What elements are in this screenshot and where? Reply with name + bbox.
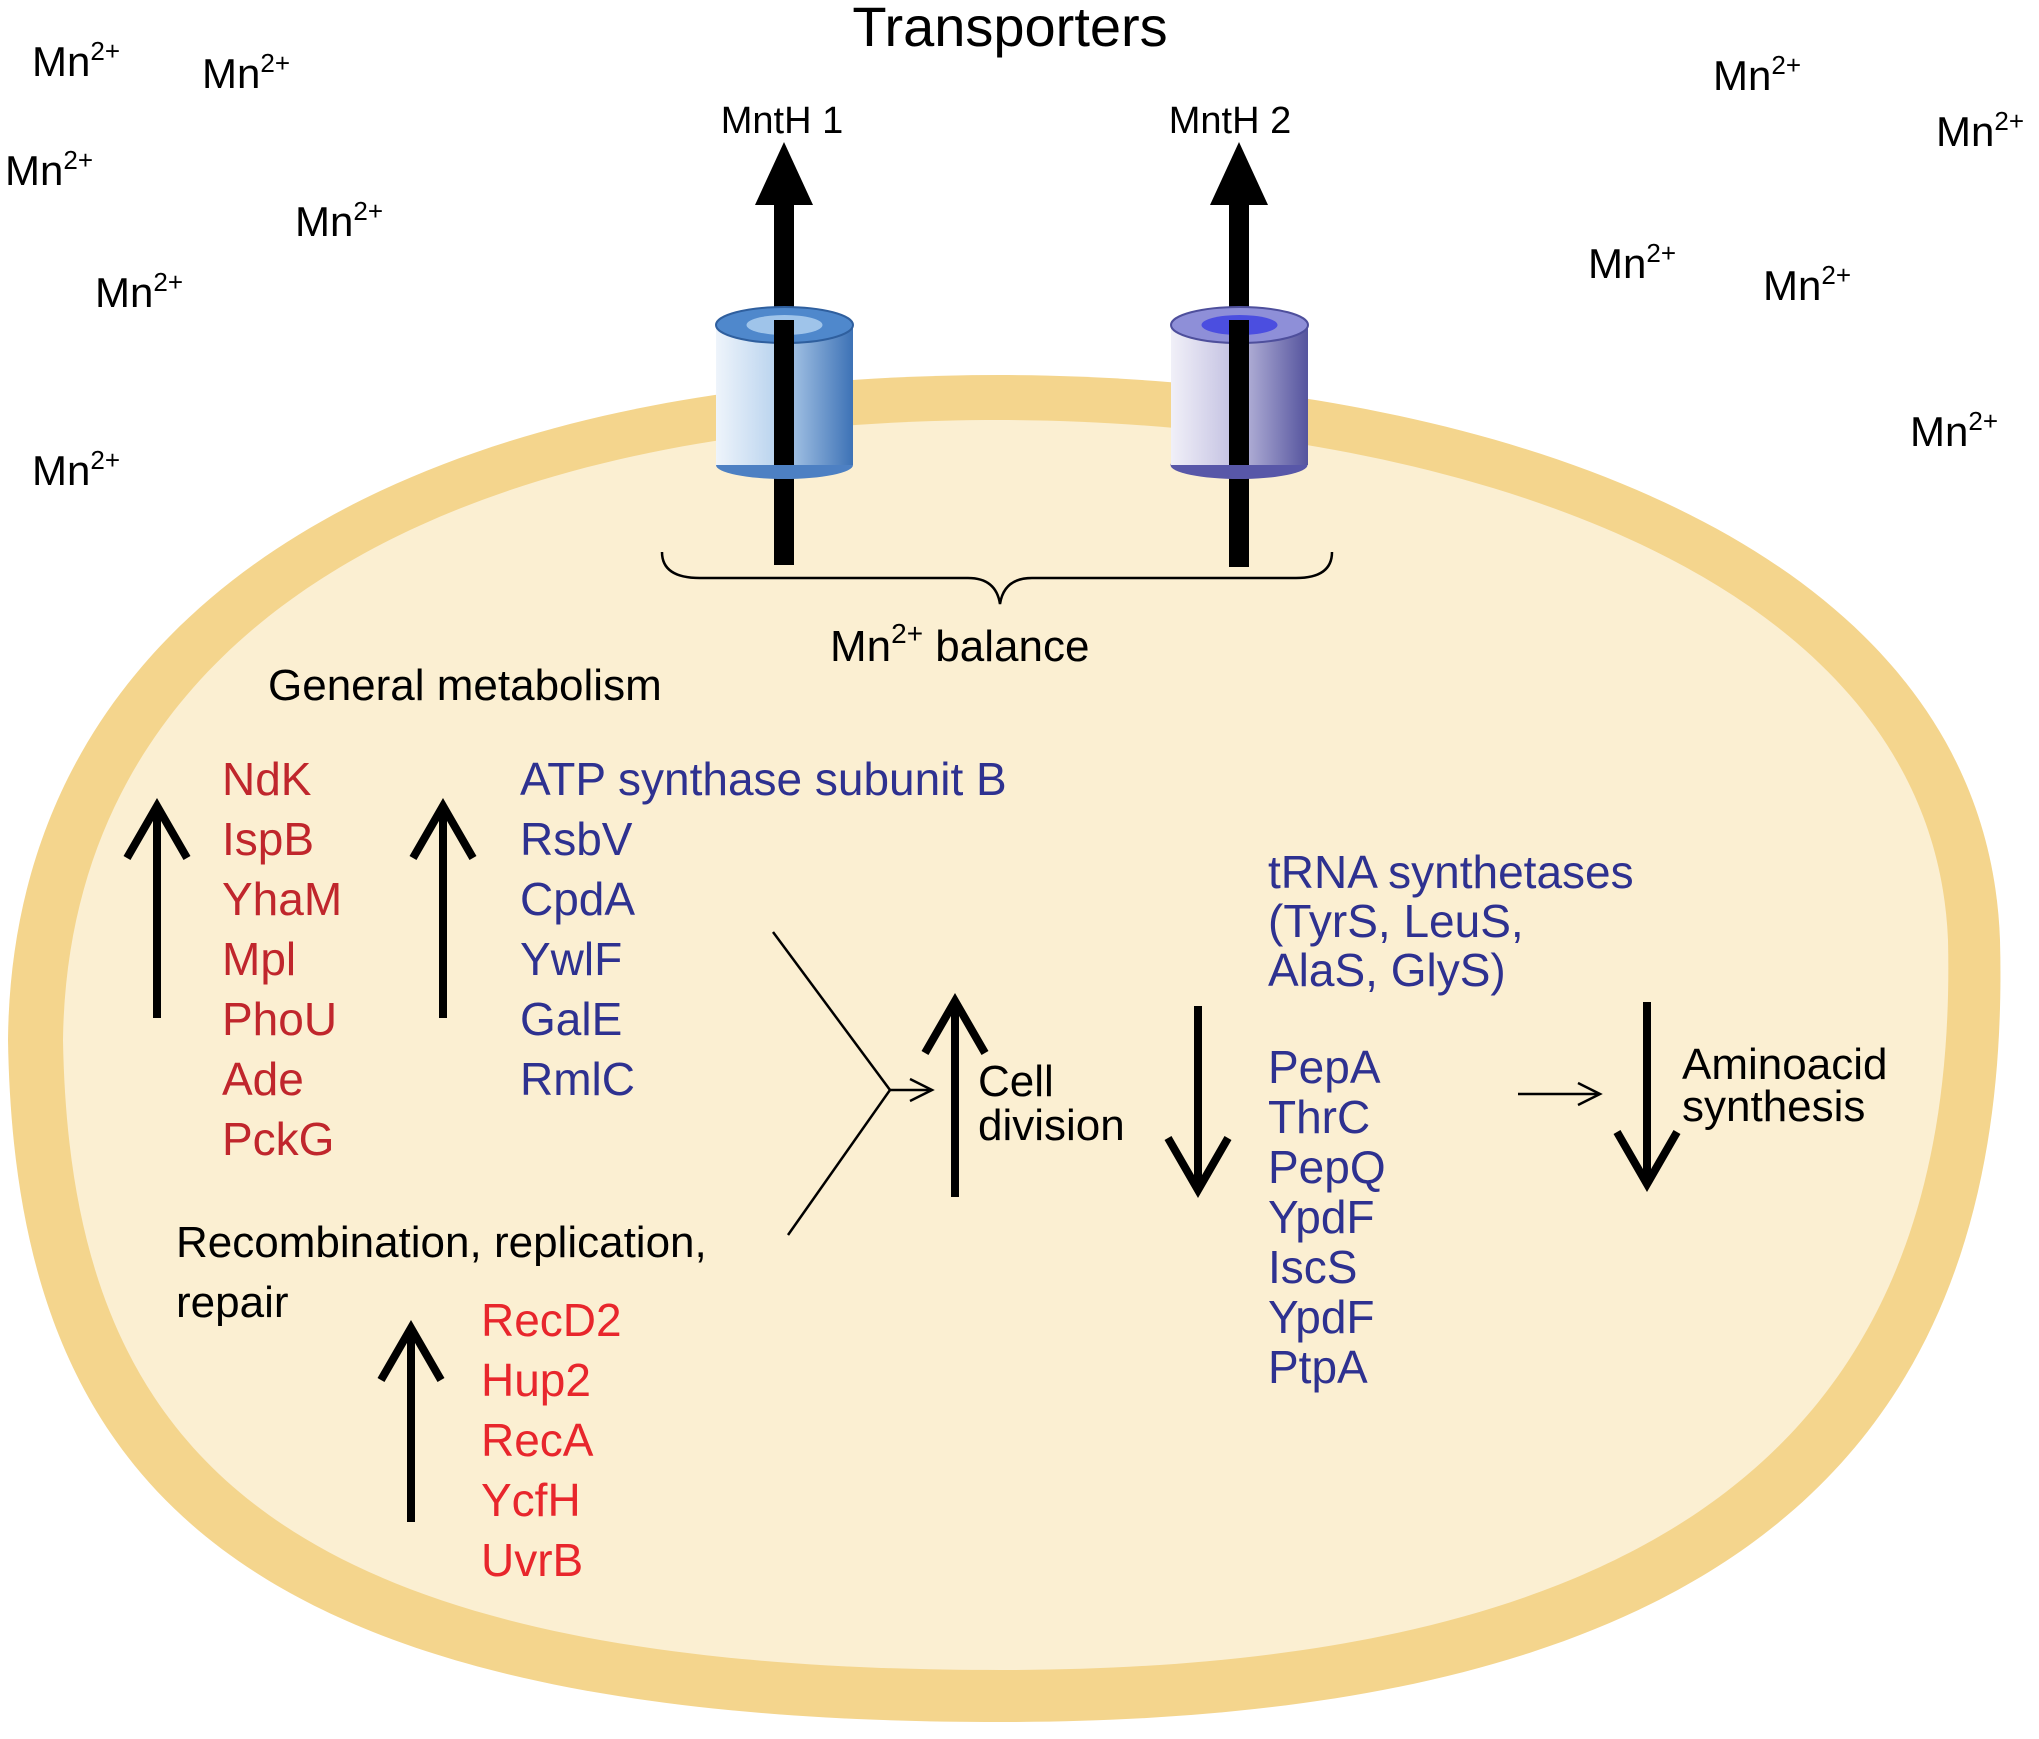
list-item: RmlC xyxy=(520,1053,635,1105)
list-item: PhoU xyxy=(222,993,337,1045)
down-arrow-trna xyxy=(1164,1006,1232,1199)
mn-ion: Mn2+ xyxy=(1713,50,1801,99)
list-item: CpdA xyxy=(520,873,635,925)
general-metabolism-heading: General metabolism xyxy=(268,661,662,710)
mn-ion: Mn2+ xyxy=(295,196,383,245)
list-item: YcfH xyxy=(481,1474,581,1526)
list-item: RecA xyxy=(481,1414,594,1466)
list-item: PepA xyxy=(1268,1041,1381,1093)
cell-division-label: Cell xyxy=(978,1057,1054,1106)
recombination-list: RecD2 Hup2 RecA YcfH UvrB xyxy=(481,1294,622,1586)
mn-ion: Mn2+ xyxy=(1588,238,1676,287)
up-arrow-red-group xyxy=(123,797,191,1018)
cell-cytoplasm xyxy=(63,420,1949,1670)
recombination-heading: Recombination, replication, xyxy=(176,1218,707,1267)
trna-line: AlaS, GlyS) xyxy=(1268,944,1506,996)
down-arrow-aminoacid xyxy=(1613,1002,1681,1193)
aminoacid-label-line2: synthesis xyxy=(1682,1082,1865,1131)
up-arrow-head xyxy=(755,142,813,205)
list-item: Mpl xyxy=(222,933,296,985)
cell-division-label-line2: division xyxy=(978,1101,1125,1150)
trna-line: (TyrS, LeuS, xyxy=(1268,895,1524,947)
list-item: Ade xyxy=(222,1053,304,1105)
list-item: YhaM xyxy=(222,873,342,925)
list-item: UvrB xyxy=(481,1534,583,1586)
transporter-mnth1: MntH 1 xyxy=(715,100,854,565)
transporter-label: MntH 1 xyxy=(721,100,843,142)
mn-ion: Mn2+ xyxy=(1910,406,1998,455)
mn-ion: Mn2+ xyxy=(5,145,93,194)
mn-ion: Mn2+ xyxy=(1763,260,1851,309)
list-item: PckG xyxy=(222,1113,334,1165)
mn-ion: Mn2+ xyxy=(32,36,120,85)
trna-block: tRNA synthetases (TyrS, LeuS, AlaS, GlyS… xyxy=(1268,846,1634,996)
up-arrow-cell-division xyxy=(921,992,989,1197)
list-item: RsbV xyxy=(520,813,633,865)
list-item: YpdF xyxy=(1268,1191,1375,1243)
transporter-mnth2: MntH 2 xyxy=(1169,100,1309,567)
mn-ion: Mn2+ xyxy=(202,48,290,97)
list-item: NdK xyxy=(222,753,312,805)
balance-brace xyxy=(660,551,1334,605)
metabolism-red-list: NdK IspB YhaM Mpl PhoU Ade PckG xyxy=(222,753,342,1165)
recombination-heading-line2: repair xyxy=(176,1278,289,1327)
mn-ion: Mn2+ xyxy=(95,267,183,316)
list-item: IscS xyxy=(1268,1241,1357,1293)
list-item: PtpA xyxy=(1268,1341,1368,1393)
up-arrow-recombination xyxy=(377,1319,445,1522)
mn-ion: Mn2+ xyxy=(1936,106,2024,155)
up-arrow-blue-group xyxy=(409,797,477,1018)
list-item: Hup2 xyxy=(481,1354,591,1406)
metabolism-blue-list: ATP synthase subunit B RsbV CpdA YwlF Ga… xyxy=(520,753,1007,1105)
list-item: GalE xyxy=(520,993,622,1045)
converging-arrow xyxy=(771,931,935,1236)
up-arrow-head xyxy=(1210,142,1268,205)
trna-line: tRNA synthetases xyxy=(1268,846,1634,898)
diagram-title: Transporters xyxy=(852,0,1167,58)
transporter-label: MntH 2 xyxy=(1169,100,1291,142)
list-item: YpdF xyxy=(1268,1291,1375,1343)
mn-ion: Mn2+ xyxy=(32,445,120,494)
list-item: RecD2 xyxy=(481,1294,622,1346)
right-arrow xyxy=(1518,1081,1603,1107)
balance-label: Mn2+ balance xyxy=(830,618,1089,671)
list-item: ThrC xyxy=(1268,1091,1370,1143)
list-item: IspB xyxy=(222,813,314,865)
list-item: PepQ xyxy=(1268,1141,1386,1193)
trna-protein-list: PepA ThrC PepQ YpdF IscS YpdF PtpA xyxy=(1268,1041,1386,1393)
ion-group: Mn2+ Mn2+ Mn2+ Mn2+ Mn2+ Mn2+ Mn2+ Mn2+ … xyxy=(5,36,2024,494)
list-item: YwlF xyxy=(520,933,622,985)
list-item: ATP synthase subunit B xyxy=(520,753,1007,805)
aminoacid-label: Aminoacid xyxy=(1682,1040,1887,1089)
